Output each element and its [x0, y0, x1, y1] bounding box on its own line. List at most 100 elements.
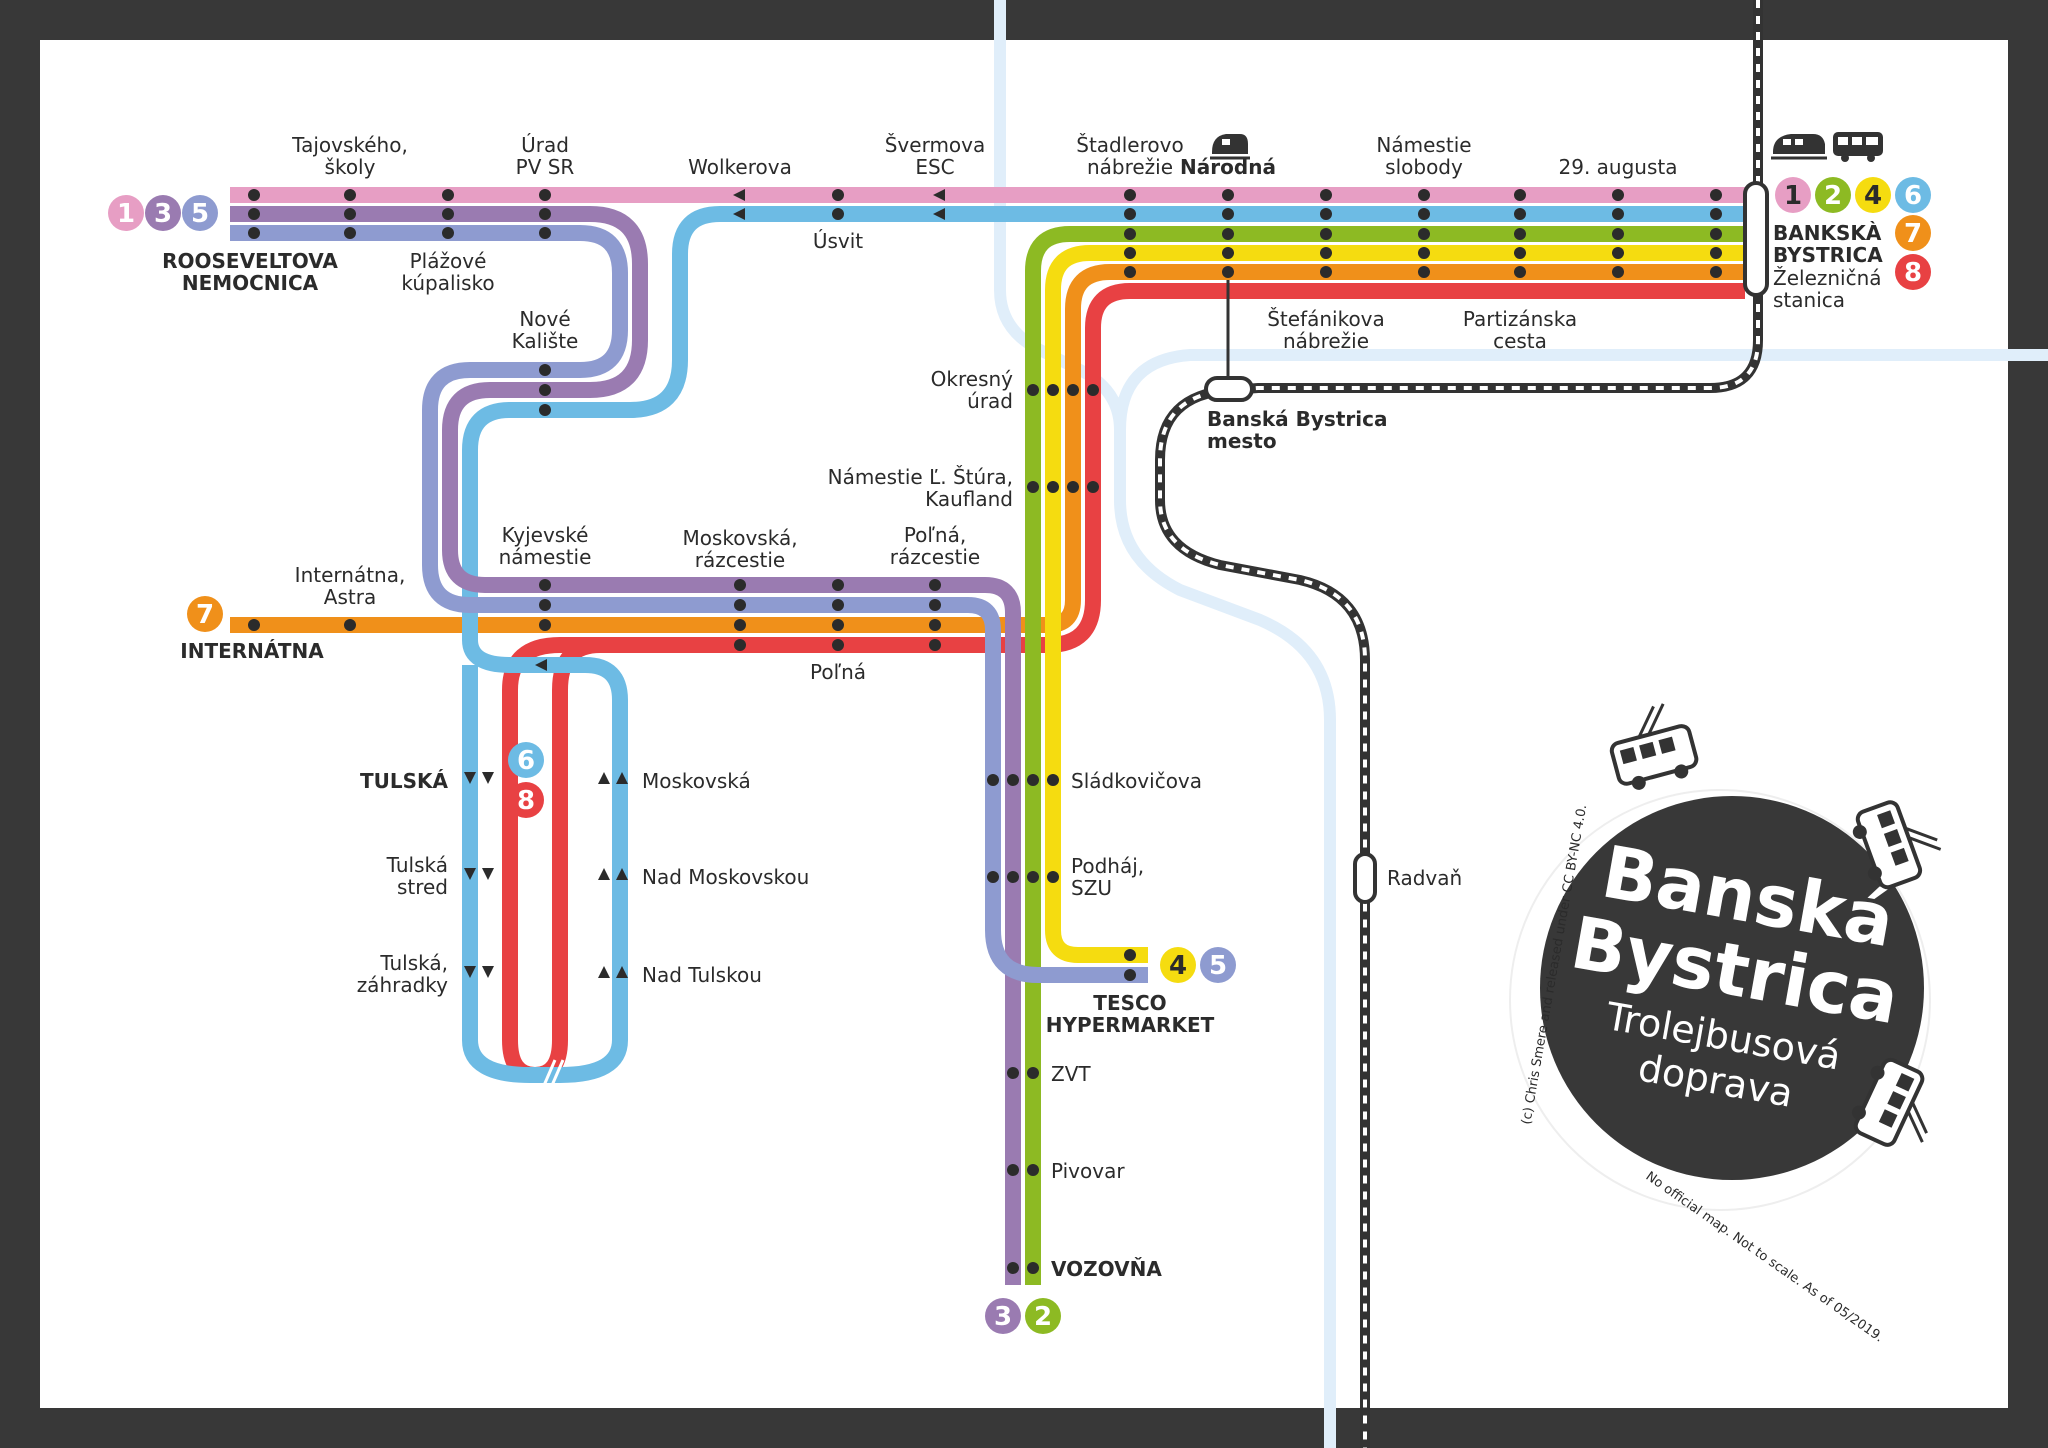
station-label: rázcestie [695, 548, 785, 572]
arrow-icon [933, 208, 945, 220]
station-label: Námestie Ľ. Štúra, [828, 465, 1013, 489]
station-label: námestie [499, 545, 592, 569]
station-label: nábrežie [1283, 329, 1369, 353]
line-badge-5: 5 [1209, 951, 1227, 981]
stop-dots [248, 189, 1722, 1274]
terminal-label: BYSTRICA [1773, 243, 1883, 267]
station-marker-bb-mesto [1204, 376, 1254, 402]
station-label: Nad Moskovskou [642, 865, 809, 889]
loop-break [540, 1059, 565, 1091]
line-badge-4: 4 [1169, 951, 1187, 981]
line-badge-5: 5 [191, 199, 209, 229]
station-label: Štefánikova [1267, 307, 1385, 331]
line-badge-4: 4 [1864, 181, 1882, 211]
terminal-label: BANKSKÀ [1773, 221, 1882, 245]
line-badge-1: 1 [1784, 181, 1802, 211]
arrow-icon [616, 772, 628, 784]
arrow-icon [733, 208, 745, 220]
river [994, 0, 2048, 1448]
station-label: nábrežie [1087, 155, 1173, 179]
line-badge-1: 1 [117, 199, 135, 229]
station-label: Kaufland [925, 487, 1013, 511]
line-routes [230, 187, 1745, 1285]
station-label: Národná [1180, 155, 1276, 179]
train-icon [1771, 134, 1827, 160]
line-badge-7: 7 [1904, 219, 1922, 249]
station-label: 29. augusta [1559, 155, 1678, 179]
terminal-label: INTERNÁTNA [180, 639, 324, 663]
station-label: Švermova [885, 133, 986, 157]
arrow-icon [464, 868, 476, 880]
line-5-route [230, 225, 1148, 983]
terminal-label: TESCO [1093, 991, 1166, 1015]
station-label: Pivovar [1051, 1159, 1125, 1183]
badge-group-internatna: 7 [187, 596, 223, 632]
station-label: ZVT [1051, 1062, 1091, 1086]
station-label: Štadlerovo [1076, 133, 1183, 157]
station-label: Kalište [512, 329, 579, 353]
terminal-label: HYPERMARKET [1046, 1013, 1215, 1037]
station-label: rázcestie [890, 545, 980, 569]
terminal-label: NEMOCNICA [182, 271, 319, 295]
arrow-icon [598, 868, 610, 880]
station-label: úrad [967, 389, 1013, 413]
station-label: školy [325, 155, 376, 179]
trolleybus-icon [1609, 703, 1699, 790]
direction-arrows [464, 189, 945, 978]
terminal-label: Železničná [1773, 266, 1882, 290]
station-label: Radvaň [1387, 866, 1462, 890]
station-label: Poľná, [904, 523, 966, 547]
station-label: Nad Tulskou [642, 963, 762, 987]
railway [1155, 0, 1763, 1448]
station-label: Úrad [521, 133, 569, 157]
station-label: PV SR [516, 155, 575, 179]
badge-group-tulska: 6 8 [508, 742, 544, 818]
station-label: Partizánska [1463, 307, 1577, 331]
line-4-route [1045, 245, 1745, 963]
line-badge-8: 8 [1904, 258, 1922, 288]
arrow-icon [733, 189, 745, 201]
line-3-route [230, 206, 1021, 1285]
line-badge-2: 2 [1034, 1302, 1052, 1332]
line-badge-2: 2 [1824, 181, 1842, 211]
station-label: Internátna, [295, 563, 406, 587]
arrow-icon [616, 868, 628, 880]
arrow-icon [482, 966, 494, 978]
station-label: Plážové [410, 249, 487, 273]
station-label: cesta [1493, 329, 1547, 353]
station-marker-radvan [1353, 852, 1377, 904]
station-label: Moskovská, [682, 526, 797, 550]
trolleybus-icon [1851, 1057, 1928, 1147]
terminal-label: stanica [1773, 288, 1845, 312]
station-label: Tulská, [379, 951, 448, 975]
badge-group-vozovna: 3 2 [985, 1298, 1061, 1334]
station-label: stred [397, 875, 448, 899]
station-label: Poľná [810, 660, 866, 684]
station-label: mesto [1207, 429, 1277, 453]
station-label: Okresný [931, 367, 1014, 391]
line-badge-7: 7 [196, 600, 214, 630]
terminal-label: VOZOVŇA [1051, 1257, 1162, 1281]
arrow-icon [616, 966, 628, 978]
line-6-route [462, 206, 1745, 1083]
arrow-icon [464, 772, 476, 784]
station-label: kúpalisko [401, 271, 494, 295]
station-label: Moskovská [642, 769, 751, 793]
line-badge-3: 3 [154, 199, 172, 229]
arrow-icon [464, 966, 476, 978]
station-label: Kyjevské [502, 523, 589, 547]
station-label: Sládkovičova [1071, 769, 1202, 793]
line-badge-6: 6 [517, 746, 535, 776]
line-8-route [502, 283, 1745, 1083]
line-2-route [1025, 226, 1745, 1285]
terminal-label: ROOSEVELTOVA [162, 249, 338, 273]
arrow-icon [933, 189, 945, 201]
line-badge-8: 8 [517, 786, 535, 816]
line-badge-3: 3 [994, 1302, 1012, 1332]
station-label: Banská Bystrica [1207, 407, 1387, 431]
arrow-icon [598, 966, 610, 978]
terminal-label: TULSKÁ [360, 769, 449, 793]
arrow-icon [482, 772, 494, 784]
line-badge-6: 6 [1904, 181, 1922, 211]
